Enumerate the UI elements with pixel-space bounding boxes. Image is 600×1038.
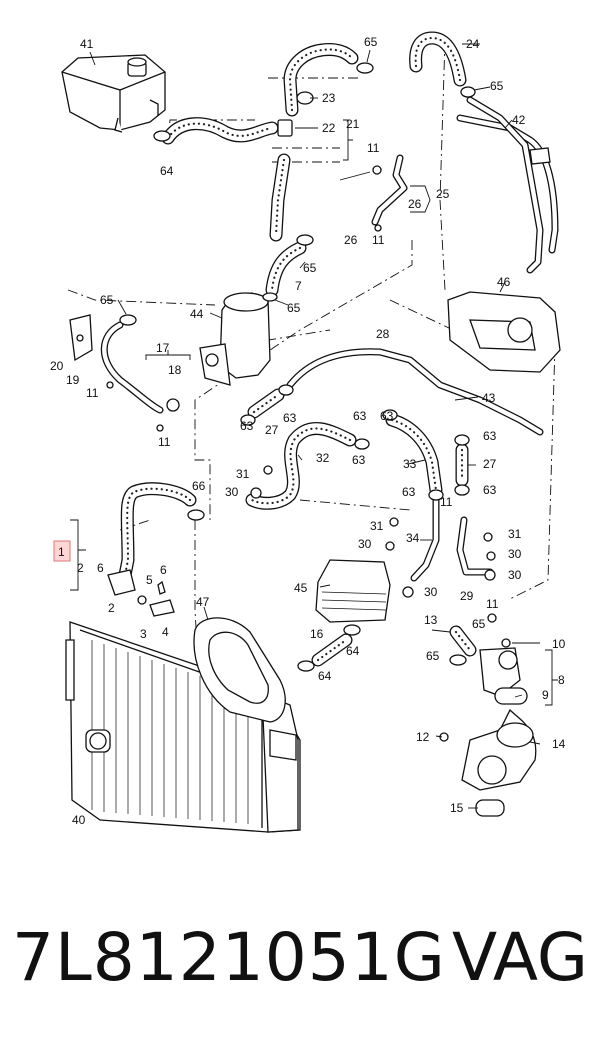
callout: 4 xyxy=(162,625,169,639)
brand-label: VAG xyxy=(452,919,589,996)
hoses xyxy=(117,31,477,667)
callout: 65 xyxy=(100,293,114,307)
callout: 65 xyxy=(364,35,378,49)
callout: 21 xyxy=(346,117,360,131)
callout: 30 xyxy=(225,485,239,499)
callout: 11 xyxy=(440,495,453,509)
callout: 65 xyxy=(490,79,504,93)
callout: 40 xyxy=(72,813,86,827)
callout: 63 xyxy=(353,409,367,423)
callout: 63 xyxy=(352,453,366,467)
callout: 8 xyxy=(558,673,565,687)
part-number: 7L8121051G xyxy=(12,919,446,996)
callout: 12 xyxy=(416,730,430,744)
callout: 30 xyxy=(424,585,438,599)
callout: 64 xyxy=(318,669,332,683)
callout: 23 xyxy=(322,91,336,105)
callout: 46 xyxy=(497,275,511,289)
callout: 6 xyxy=(160,563,167,577)
callout: 47 xyxy=(196,595,210,609)
callout: 44 xyxy=(190,307,204,321)
callout: 32 xyxy=(316,451,330,465)
callout: 2 xyxy=(108,601,115,615)
expansion-tank xyxy=(61,54,166,133)
callout: 65 xyxy=(287,301,301,315)
callout: 2 xyxy=(77,561,84,575)
callout: 41 xyxy=(80,37,94,51)
callout: 14 xyxy=(552,737,566,751)
callout: 11 xyxy=(86,386,99,400)
callout: 63 xyxy=(483,483,497,497)
callout: 42 xyxy=(512,113,526,127)
callout: 28 xyxy=(376,327,390,341)
callout: 29 xyxy=(460,589,474,603)
coolant-system-exploded-diagram: 41 64 65 24 65 23 22 21 42 11 25 26 26 1… xyxy=(50,31,566,833)
leader-lines xyxy=(70,43,558,809)
callout: 30 xyxy=(358,537,372,551)
callout: 11 xyxy=(486,597,499,611)
callout: 27 xyxy=(265,423,279,437)
callout: 9 xyxy=(542,688,549,702)
callout: 11 xyxy=(367,141,380,155)
callout: 13 xyxy=(424,613,438,627)
callout: 18 xyxy=(168,363,182,377)
callout: 27 xyxy=(483,457,497,471)
callout: 15 xyxy=(450,801,464,815)
callout: 19 xyxy=(66,373,80,387)
callout: 65 xyxy=(303,261,317,275)
callout: 33 xyxy=(403,457,417,471)
callout: 25 xyxy=(436,187,450,201)
callout: 24 xyxy=(466,37,480,51)
callout: 65 xyxy=(472,617,486,631)
callout: 17 xyxy=(156,341,170,355)
footer: 7L8121051G VAG xyxy=(0,908,600,1008)
callout: 45 xyxy=(294,581,308,595)
callout: 20 xyxy=(50,359,64,373)
callout: 64 xyxy=(346,644,360,658)
callout: 31 xyxy=(370,519,384,533)
callout: 63 xyxy=(240,419,254,433)
callout: 6 xyxy=(97,561,104,575)
callout-labels: 41 64 65 24 65 23 22 21 42 11 25 26 26 1… xyxy=(50,35,566,827)
callout: 31 xyxy=(236,467,250,481)
callout: 10 xyxy=(552,637,566,651)
callout: 7 xyxy=(295,279,302,293)
callout: 63 xyxy=(283,411,297,425)
callout: 16 xyxy=(310,627,324,641)
callout: 1 xyxy=(58,545,65,559)
callout: 63 xyxy=(402,485,416,499)
callout: 34 xyxy=(406,531,420,545)
pipes xyxy=(100,96,559,582)
callout: 26 xyxy=(344,233,358,247)
callout: 3 xyxy=(140,627,147,641)
callout: 63 xyxy=(380,409,394,423)
callout-1-highlight xyxy=(53,540,71,562)
callout: 65 xyxy=(426,649,440,663)
callout: 11 xyxy=(158,435,171,449)
callout: 30 xyxy=(508,568,522,582)
callout: 11 xyxy=(372,233,385,247)
callout: 66 xyxy=(192,479,206,493)
callout: 26 xyxy=(408,197,422,211)
callout: 31 xyxy=(508,527,522,541)
callout: 64 xyxy=(160,164,174,178)
components xyxy=(69,62,561,817)
callout: 5 xyxy=(146,573,153,587)
callout: 30 xyxy=(508,547,522,561)
callout: 22 xyxy=(322,121,336,135)
callout: 43 xyxy=(482,391,496,405)
callout: 63 xyxy=(483,429,497,443)
radiator xyxy=(65,621,301,833)
